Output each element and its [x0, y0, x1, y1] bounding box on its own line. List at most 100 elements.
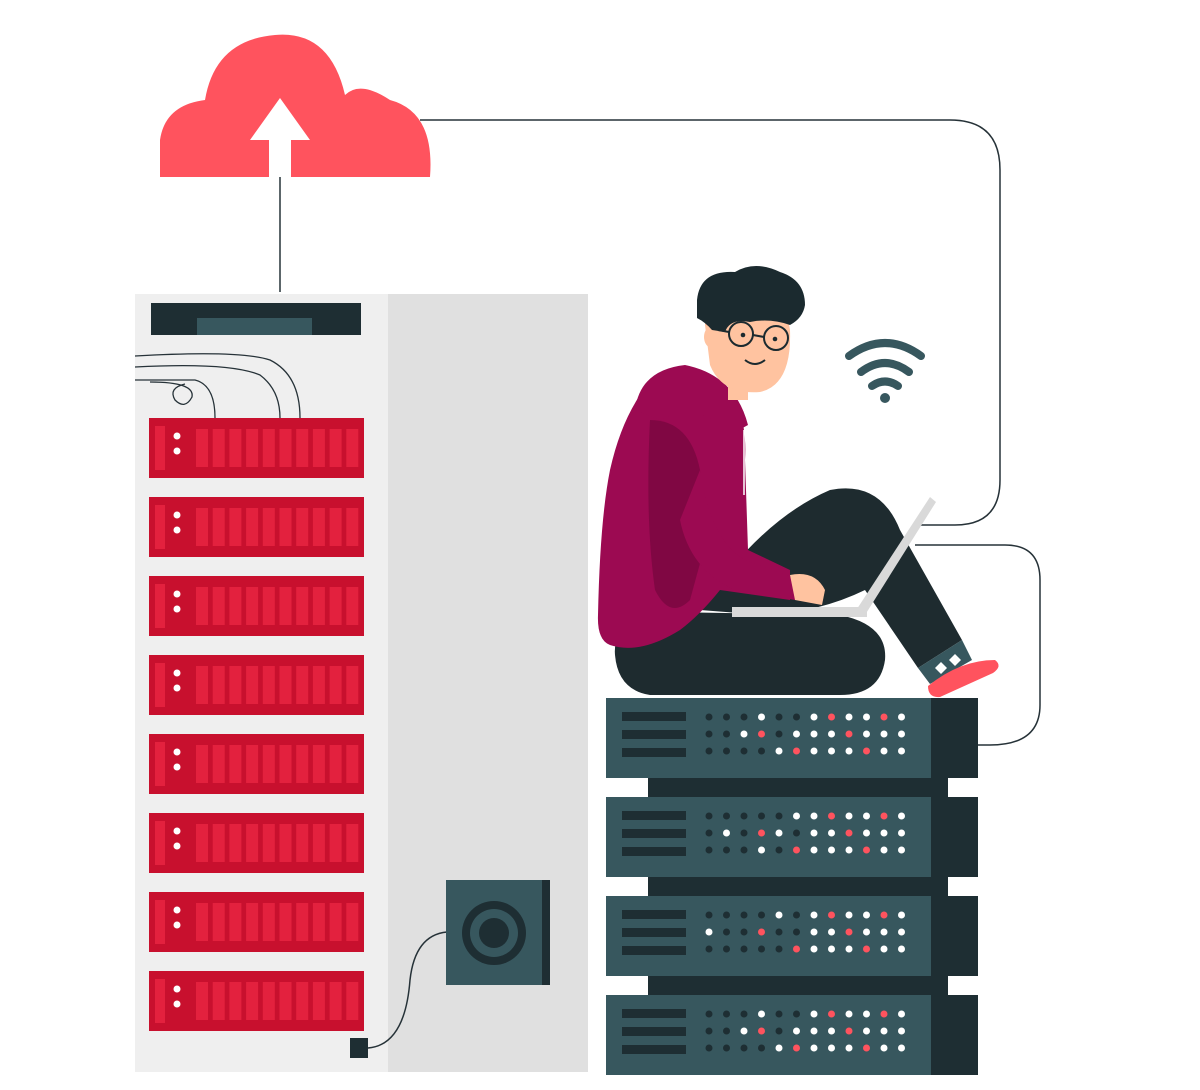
stack-server-led [775, 713, 783, 721]
speaker-side [540, 880, 550, 985]
stack-server-led [880, 812, 888, 820]
person-hand [790, 574, 825, 605]
rack-unit-led [173, 669, 181, 677]
rack-unit-vent [296, 587, 309, 625]
stack-server-led [723, 730, 730, 738]
stack-server-led [793, 747, 800, 755]
stack-server-led [863, 945, 870, 953]
stack-server [606, 973, 978, 1075]
stack-server-led [793, 1010, 800, 1018]
stack-server-led [775, 829, 783, 837]
rack-unit-vent [329, 666, 342, 704]
rack-unit-vent [262, 587, 275, 625]
stack-server-led [810, 1044, 818, 1052]
rack-unit [149, 813, 364, 873]
server-stack [606, 698, 978, 1075]
stack-server-led [758, 846, 765, 854]
rack-unit-vent [312, 824, 325, 862]
rack-unit-vent [279, 824, 292, 862]
rack-unit-vent [346, 982, 359, 1020]
rack-unit-vent [262, 745, 275, 783]
wifi-arc-outer [845, 339, 925, 360]
rack-unit-vent [229, 587, 242, 625]
rack-unit-led [173, 605, 181, 613]
stack-server-led [863, 829, 870, 837]
stack-server-led [828, 1027, 835, 1035]
stack-server-led [705, 730, 713, 738]
rack-unit-vent [196, 745, 208, 783]
stack-server-led [758, 713, 765, 721]
stack-server-led [880, 747, 888, 755]
stack-server-led [758, 747, 765, 755]
rack-unit-vent [196, 903, 208, 941]
rack-unit [149, 497, 364, 557]
stack-server-led [775, 812, 783, 820]
stack-server-led [758, 928, 765, 936]
stack-server-led [723, 928, 730, 936]
stack-server-led [845, 730, 853, 738]
stack-server-led [845, 1044, 853, 1052]
rack-unit-vent [196, 666, 208, 704]
rack-unit [149, 418, 364, 478]
rack-unit-vent [296, 903, 309, 941]
stack-server-led [828, 747, 835, 755]
stack-server-slot [622, 730, 686, 739]
stack-server-led [723, 911, 730, 919]
stack-server-led [863, 730, 870, 738]
rack-unit-led [173, 763, 181, 771]
wifi-arc-inner [868, 377, 902, 390]
rack-unit-vent [279, 429, 292, 467]
rack-unit-vent [262, 429, 275, 467]
stack-server-led [845, 846, 853, 854]
rack-unit-vent [262, 508, 275, 546]
rack-unit-vent [262, 982, 275, 1020]
stack-server [606, 775, 978, 877]
stack-server-led [723, 713, 730, 721]
stack-server-led [845, 713, 853, 721]
rack-unit-vent [296, 429, 309, 467]
rack-unit-vent [196, 824, 208, 862]
stack-server-led [705, 911, 713, 919]
stack-server-slot [622, 1009, 686, 1018]
stack-server-led [863, 846, 870, 854]
rack-unit-led [173, 906, 181, 914]
stack-server-led [810, 730, 818, 738]
stack-server-led [898, 713, 905, 721]
stack-server-led [898, 846, 905, 854]
stack-server-led [740, 812, 748, 820]
rack-unit-vent [262, 903, 275, 941]
person-eye-left [740, 332, 746, 338]
rack-unit-led [173, 590, 181, 598]
rack-unit-vent [246, 745, 259, 783]
person-sock [918, 640, 972, 684]
stack-server-led [740, 911, 748, 919]
rack-unit-led [173, 748, 181, 756]
stack-server-led [705, 829, 713, 837]
wifi-arc-middle [857, 359, 913, 376]
rack-unit-vent [246, 429, 259, 467]
rack-unit-vent [296, 745, 309, 783]
stack-server-led [845, 1010, 853, 1018]
rack-unit [149, 892, 364, 952]
stack-server-led [758, 730, 765, 738]
rack-unit-handle [155, 900, 165, 944]
stack-server-led [810, 945, 818, 953]
stack-server-led [740, 846, 748, 854]
rack-unit-vent [229, 824, 242, 862]
wifi-icon [845, 339, 925, 403]
stack-server-led [828, 945, 835, 953]
upload-arrow-icon [250, 98, 310, 177]
rack-unit-vent [212, 508, 225, 546]
stack-server-led [705, 846, 713, 854]
rack-unit-vent [212, 745, 225, 783]
wifi-dot [880, 393, 890, 403]
stack-server-led [793, 911, 800, 919]
stack-server-led [740, 1010, 748, 1018]
stack-server-led [863, 812, 870, 820]
rack-unit-vent [246, 587, 259, 625]
stack-server-led [793, 928, 800, 936]
rack-unit-vent [296, 824, 309, 862]
stack-server-led [810, 713, 818, 721]
stack-server-led [810, 1027, 818, 1035]
rack-unit-handle [155, 426, 165, 470]
